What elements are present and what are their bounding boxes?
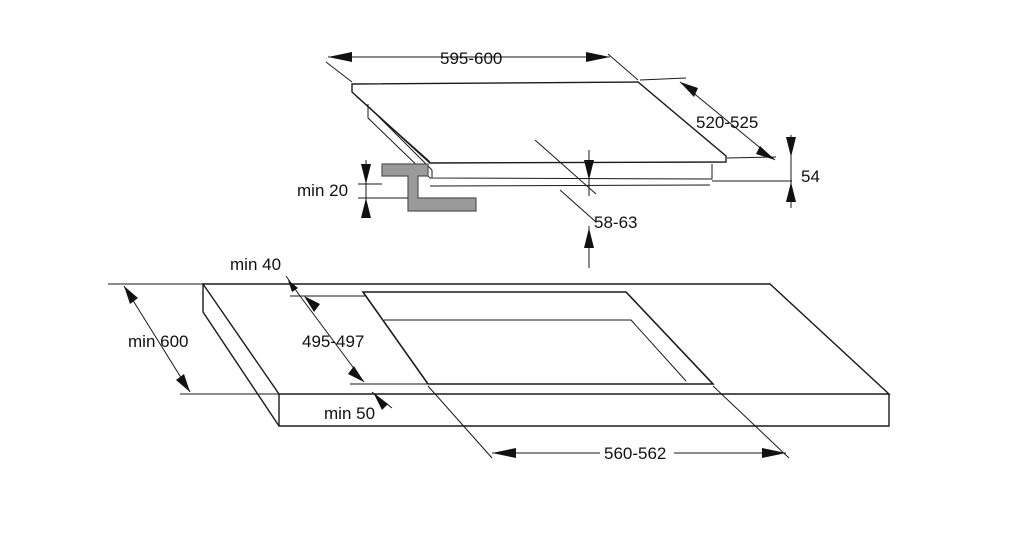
hob-glass-edge [351, 91, 431, 163]
hob [325, 53, 792, 195]
hob-body [367, 104, 713, 180]
dim-hob-height: 54 [786, 135, 820, 208]
label-hob-width: 595-600 [440, 49, 502, 68]
worktop [201, 283, 891, 427]
dim-bracket-gap: min 20 [297, 160, 408, 218]
mounting-bracket [381, 163, 477, 212]
hob-extension-lines [325, 53, 792, 195]
label-bracket-gap: min 20 [297, 181, 348, 200]
bracket-shape [381, 163, 477, 212]
hob-housing-bottom [429, 184, 711, 187]
dim-edge-offset: 58-63 [559, 150, 637, 268]
label-cutout-depth: 495-497 [302, 332, 364, 351]
dim-cutout-width: 560-562 [427, 385, 790, 463]
worktop-front-face [278, 394, 890, 427]
hob-glass-top [351, 81, 727, 164]
label-cutout-width: 560-562 [604, 444, 666, 463]
dim-hob-width: 595-600 [328, 49, 610, 68]
dim-cutout-depth: 495-497 [299, 295, 428, 385]
label-front-clearance: min 50 [324, 404, 375, 423]
worktop-cutout-inner [384, 319, 687, 382]
label-hob-depth: 520-525 [696, 113, 758, 132]
label-worktop-depth: min 600 [128, 332, 188, 351]
label-rear-clearance: min 40 [230, 255, 281, 274]
hob-body-inner [371, 109, 433, 178]
dim-hob-depth: 520-525 [679, 81, 776, 161]
worktop-left-face [202, 284, 280, 427]
worktop-cutout [361, 291, 715, 385]
label-hob-height: 54 [801, 167, 820, 186]
dim-worktop-depth: min 600 [108, 283, 279, 395]
dim-rear-clearance: min 40 [230, 255, 365, 297]
dim-front-clearance: min 50 [324, 391, 393, 423]
label-edge-offset: 58-63 [594, 213, 637, 232]
